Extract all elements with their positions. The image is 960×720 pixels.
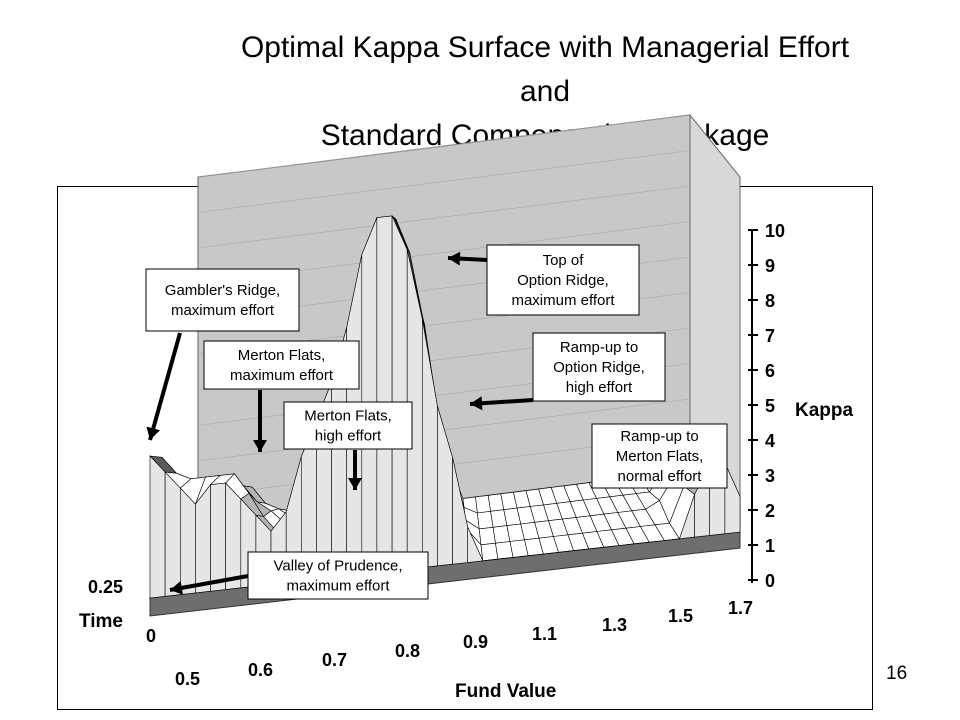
x-tick-label: 0.6 xyxy=(248,660,273,680)
z-tick-label: 1 xyxy=(765,536,775,556)
surface-skirt xyxy=(724,462,741,535)
z-tick-label: 9 xyxy=(765,256,775,276)
annotation-5: Ramp-up to Option Ridge, high effort xyxy=(469,332,666,411)
surface-skirt xyxy=(225,482,242,590)
y-axis-label: Time xyxy=(79,611,123,632)
z-tick-label: 10 xyxy=(765,221,785,241)
annotation-text: normal effort xyxy=(618,468,703,485)
annotation-text: Top of xyxy=(543,252,585,269)
z-tick-label: 7 xyxy=(765,326,775,346)
surface-skirt xyxy=(164,471,181,597)
gridline xyxy=(197,185,691,249)
annotation-1: Gambler's Ridge, maximum effort xyxy=(145,268,300,441)
annotation-box xyxy=(203,340,360,390)
y-tick-label: 0.25 xyxy=(88,577,123,597)
annotation-text: Merton Flats, xyxy=(238,347,326,364)
z-tick-label: 0 xyxy=(765,571,775,591)
annotation-arrow-head xyxy=(170,581,183,595)
surface-skirt xyxy=(391,215,408,572)
gridline xyxy=(197,114,691,178)
z-tick-label: 3 xyxy=(765,466,775,486)
surface-skirt xyxy=(376,215,393,573)
y-tick-label: 0 xyxy=(146,626,156,646)
x-tick-label: 0.8 xyxy=(395,641,420,661)
annotation-3: Merton Flats, high effort xyxy=(283,401,413,490)
surface-skirt xyxy=(361,217,378,575)
annotation-2: Merton Flats, maximum effort xyxy=(203,340,360,452)
annotation-arrow-head xyxy=(146,426,160,440)
slide-number: 16 xyxy=(886,663,908,684)
annotation-text: Valley of Prudence, xyxy=(274,558,403,575)
z-tick-label: 5 xyxy=(765,396,775,416)
annotation-7: Valley of Prudence, maximum effort xyxy=(169,551,429,600)
annotation-text: Merton Flats, xyxy=(304,408,392,425)
annotation-text: high effort xyxy=(315,428,382,445)
annotation-text: maximum effort xyxy=(230,367,334,384)
x-axis-label: Fund Value xyxy=(455,681,556,702)
z-tick-label: 6 xyxy=(765,361,775,381)
annotation-4: Top of Option Ridge, maximum effort xyxy=(447,244,640,316)
z-tick-label: 2 xyxy=(765,501,775,521)
gridline xyxy=(197,150,691,213)
z-axis-label: Kappa xyxy=(795,400,854,421)
annotation-arrow-head xyxy=(348,478,362,490)
x-tick-label: 1.7 xyxy=(728,598,753,618)
z-tick-label: 4 xyxy=(765,431,775,451)
surface-skirt xyxy=(195,483,211,594)
annotation-arrow-line xyxy=(148,332,182,441)
annotation-text: Ramp-up to xyxy=(560,339,638,356)
surface-patch xyxy=(478,526,496,546)
x-tick-label: 0.7 xyxy=(322,650,347,670)
z-tick-label: 8 xyxy=(765,291,775,311)
annotation-text: maximum effort xyxy=(511,292,615,309)
annotation-arrow-line xyxy=(169,574,249,592)
x-tick-label: 0.5 xyxy=(175,669,200,689)
title-line-1: Optimal Kappa Surface with Managerial Ef… xyxy=(240,31,850,64)
annotation-box xyxy=(486,244,640,316)
x-tick-label: 1.3 xyxy=(602,615,627,635)
surface-skirt xyxy=(180,487,196,595)
annotation-arrow-head xyxy=(253,440,267,452)
annotation-text: Option Ridge, xyxy=(553,359,645,376)
annotation-box xyxy=(532,332,666,402)
annotation-arrow-head xyxy=(448,251,461,266)
surface-skirt xyxy=(210,482,226,592)
annotation-text: Option Ridge, xyxy=(517,272,609,289)
annotation-box xyxy=(247,551,429,600)
title-line-2: and xyxy=(519,75,571,108)
x-tick-label: 0.9 xyxy=(463,632,488,652)
annotation-arrow-head xyxy=(470,396,483,411)
annotation-box xyxy=(283,401,413,450)
x-tick-label: 1.1 xyxy=(532,624,557,644)
annotation-box xyxy=(591,423,728,489)
surface-patch xyxy=(480,542,499,562)
annotation-6: Ramp-up to Merton Flats, normal effort xyxy=(591,423,728,489)
surface-skirt xyxy=(149,455,166,599)
annotation-text: maximum effort xyxy=(286,578,390,595)
annotation-text: Gambler's Ridge, xyxy=(165,282,280,299)
annotation-text: Merton Flats, xyxy=(616,448,704,465)
annotation-text: high effort xyxy=(566,379,633,396)
annotation-text: Ramp-up to xyxy=(620,428,698,445)
x-tick-label: 1.5 xyxy=(668,606,693,626)
annotation-box xyxy=(145,268,300,332)
surface-skirt xyxy=(467,526,484,563)
annotation-text: maximum effort xyxy=(171,302,275,319)
